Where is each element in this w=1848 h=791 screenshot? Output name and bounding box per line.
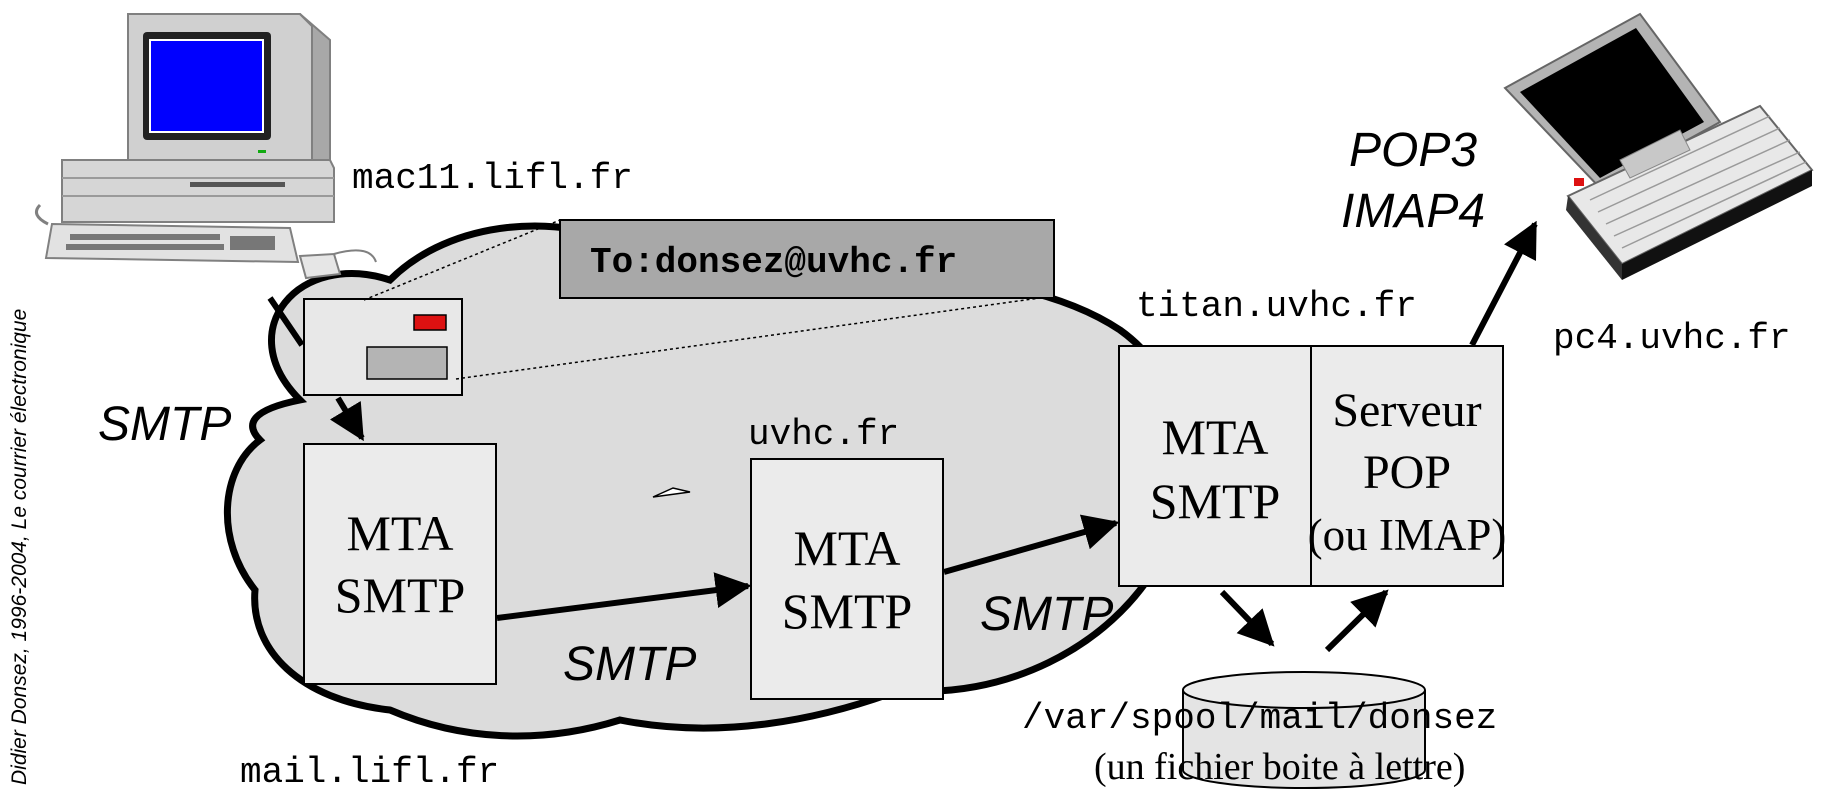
mailbox-file-icon [1182, 671, 1426, 789]
pop-server-line: (ou IMAP) [1308, 510, 1507, 560]
arrow-mta3-to-mailbox [1219, 589, 1275, 647]
side-credit: Didier Donsez, 1996-2004, Le courrier él… [8, 309, 31, 785]
mta-box-line: MTA [346, 505, 453, 561]
protocol-label-imap4: IMAP4 [1341, 185, 1485, 238]
mta-box-line: SMTP [782, 583, 913, 639]
arrow-client-to-envelope [267, 296, 305, 347]
pop-server-box: Serveur POP (ou IMAP) [1308, 345, 1507, 587]
mta-box-line: SMTP [1150, 473, 1281, 529]
mta-box-line: MTA [793, 520, 900, 576]
arrow-envelope-to-mta1 [329, 396, 365, 442]
pop-server-line: POP [1363, 446, 1451, 499]
desktop-computer-icon [34, 13, 377, 280]
pop-server-line: Serveur [1332, 384, 1481, 437]
mta-box-line: MTA [1161, 409, 1268, 465]
host-label-server: titan.uvhc.fr [1136, 286, 1417, 327]
arrow-popserver-to-laptop [1469, 220, 1538, 347]
mta-box-line: SMTP [335, 567, 466, 623]
mta-box-titan: MTA SMTP [1118, 345, 1312, 587]
mailbox-caption: (un fichier boite à lettre) [1094, 746, 1465, 788]
arrow-mailbox-to-popserver [1324, 589, 1389, 653]
mta-box-uvhc: MTA SMTP [750, 458, 944, 700]
stamp-icon [413, 314, 447, 331]
protocol-label-pop3: POP3 [1349, 124, 1477, 177]
arrow-mta2-to-mta3 [943, 514, 1120, 575]
envelope-header-zoom: To:donsez@uvhc.fr [559, 219, 1055, 299]
host-label-client: mac11.lifl.fr [352, 158, 633, 199]
mail-envelope [303, 219, 1055, 396]
flow-arrows [267, 220, 1538, 653]
host-label-relay1: mail.lifl.fr [240, 752, 499, 791]
host-label-relay2: uvhc.fr [748, 414, 899, 455]
recipient-address: To:donsez@uvhc.fr [590, 242, 957, 283]
mailbox-path: /var/spool/mail/donsez [1022, 698, 1497, 739]
stray-mark [652, 487, 691, 498]
protocol-label-mta1-mta2: SMTP [563, 638, 696, 691]
host-label-reader: pc4.uvhc.fr [1553, 318, 1791, 359]
mta-box-mail-lifl: MTA SMTP [303, 443, 497, 685]
laptop-computer-icon [1503, 12, 1814, 280]
protocol-label-mta2-mta3: SMTP [980, 588, 1113, 641]
protocol-label-client: SMTP [98, 398, 231, 451]
arrow-mta1-to-mta2 [496, 572, 752, 621]
